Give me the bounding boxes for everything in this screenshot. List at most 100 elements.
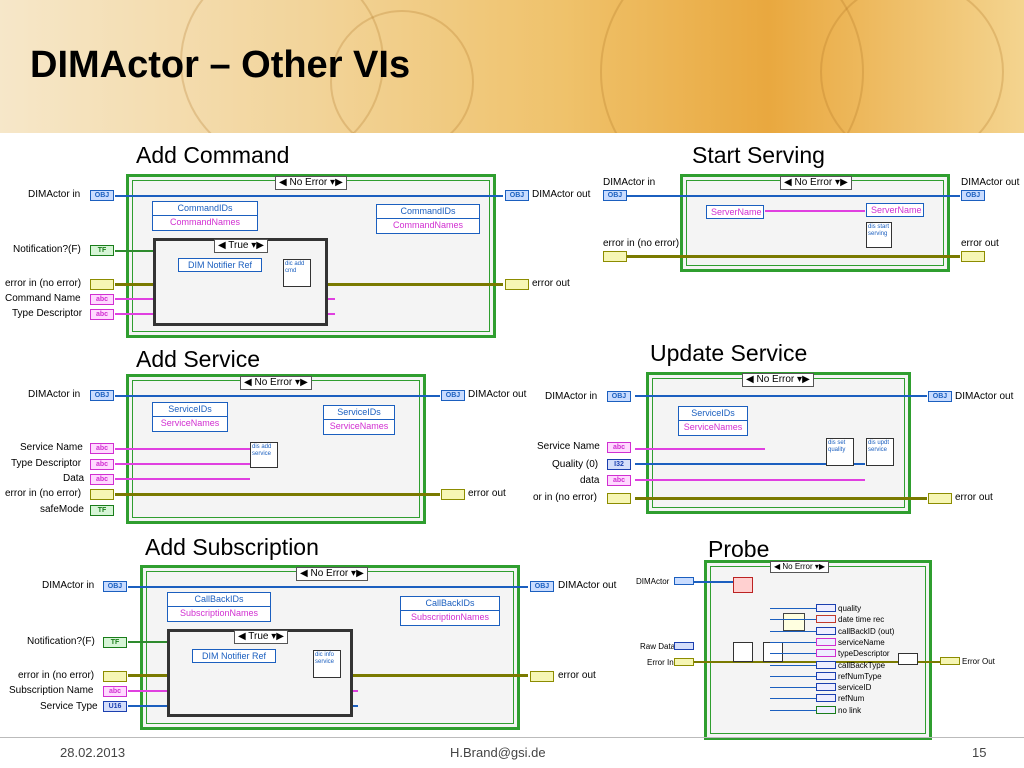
error-indicator[interactable] — [505, 279, 529, 290]
case-selector[interactable]: ◀ No Error ▾▶ — [240, 376, 312, 390]
probe-output-indicator[interactable] — [816, 627, 836, 635]
case-selector[interactable]: ◀ No Error ▾▶ — [296, 567, 368, 581]
error-indicator[interactable] — [961, 251, 985, 262]
boolean-control[interactable]: TF — [103, 637, 127, 648]
boolean-control[interactable]: TF — [90, 245, 114, 256]
terminal-label: DIMActor in — [28, 389, 81, 400]
bundle-node: CommandIDs CommandNames — [376, 204, 480, 234]
terminal-label: error out — [961, 238, 999, 249]
output-wire — [770, 676, 816, 677]
error-indicator[interactable] — [940, 657, 960, 665]
probe-output-indicator[interactable] — [816, 683, 836, 691]
error-control[interactable] — [90, 489, 114, 500]
u16-control[interactable]: U16 — [103, 701, 127, 712]
bool-wire — [115, 250, 155, 252]
probe-output-indicator[interactable] — [816, 706, 836, 714]
string-control[interactable]: abc — [90, 443, 114, 454]
class-control[interactable]: OBJ — [607, 391, 631, 402]
section-title-add-command: Add Command — [136, 142, 290, 168]
unbundle-node: CallBackIDs SubscriptionNames — [167, 592, 271, 622]
class-indicator[interactable]: OBJ — [928, 391, 952, 402]
case-selector[interactable]: ◀ No Error ▾▶ — [780, 176, 852, 190]
string-control[interactable]: abc — [90, 459, 114, 470]
probe-output-indicator[interactable] — [816, 649, 836, 657]
error-indicator[interactable] — [928, 493, 952, 504]
field-label: CommandNames — [392, 220, 464, 230]
error-control[interactable] — [103, 671, 127, 682]
field-label: CallBackIDs — [401, 597, 499, 611]
probe-output-label: callBackID (out) — [838, 627, 895, 636]
class-control[interactable]: OBJ — [603, 190, 627, 201]
class-indicator[interactable]: OBJ — [441, 390, 465, 401]
error-control[interactable] — [674, 658, 694, 666]
string-control[interactable]: abc — [607, 442, 631, 453]
string-control[interactable]: abc — [90, 474, 114, 485]
probe-output-indicator[interactable] — [816, 694, 836, 702]
case-selector[interactable]: ◀ No Error ▾▶ — [742, 373, 814, 387]
probe-output-indicator[interactable] — [816, 672, 836, 680]
string-control[interactable]: abc — [103, 686, 127, 697]
probe-output-label: quality — [838, 604, 862, 613]
format-time-node — [783, 613, 805, 631]
terminal-label: error in (no error) — [5, 488, 82, 499]
string-control[interactable]: abc — [90, 294, 114, 305]
i32-control[interactable]: I32 — [607, 459, 631, 470]
terminal-label: error out — [468, 488, 506, 499]
section-title-probe: Probe — [708, 536, 770, 562]
error-control[interactable] — [603, 251, 627, 262]
section-title-add-service: Add Service — [136, 346, 261, 372]
terminal-label: DIMActor out — [468, 389, 527, 400]
probe-output-indicator[interactable] — [816, 638, 836, 646]
field-label: CommandNames — [169, 217, 241, 227]
error-control[interactable] — [607, 493, 631, 504]
terminal-label: Type Descriptor — [11, 458, 82, 469]
probe-output-label: refNum — [838, 694, 865, 703]
field-label: SubscriptionNames — [179, 608, 259, 618]
output-wire — [770, 698, 816, 699]
error-indicator[interactable] — [441, 489, 465, 500]
probe-output-label: callBackType — [838, 661, 886, 670]
bundle-node — [898, 653, 918, 665]
inner-case-selector[interactable]: ◀ True ▾▶ — [214, 239, 268, 253]
output-wire — [770, 631, 816, 632]
class-control[interactable]: OBJ — [103, 581, 127, 592]
field-label: ServiceIDs — [324, 406, 394, 420]
class-wire — [115, 395, 440, 397]
raw-data-control[interactable] — [674, 642, 694, 650]
probe-output-indicator[interactable] — [816, 604, 836, 612]
probe-output-indicator[interactable] — [816, 615, 836, 623]
class-control[interactable]: OBJ — [90, 190, 114, 201]
subvi-node: dic info service — [313, 650, 341, 678]
terminal-label: error out — [532, 278, 570, 289]
field-label: CallBackIDs — [168, 593, 270, 607]
notifier-label: DIM Notifier Ref — [187, 260, 252, 270]
error-control[interactable] — [90, 279, 114, 290]
case-selector[interactable]: ◀ No Error ▾▶ — [275, 176, 347, 190]
string-control[interactable]: abc — [607, 475, 631, 486]
class-wire — [635, 395, 927, 397]
subvi-node: dis updt service — [866, 438, 894, 466]
error-wire — [635, 497, 927, 500]
boolean-control[interactable]: TF — [90, 505, 114, 516]
string-control[interactable]: abc — [90, 309, 114, 320]
class-wire — [115, 195, 503, 197]
field-label: ServerName — [711, 207, 762, 217]
error-indicator[interactable] — [530, 671, 554, 682]
field-label: ServiceNames — [160, 418, 220, 428]
class-indicator[interactable]: OBJ — [505, 190, 529, 201]
probe-output-indicator[interactable] — [816, 661, 836, 669]
bool-wire — [128, 641, 168, 643]
string-wire — [115, 463, 250, 465]
field-label: ServiceNames — [329, 421, 389, 431]
class-control[interactable]: OBJ — [90, 390, 114, 401]
inner-case-selector[interactable]: ◀ True ▾▶ — [234, 630, 288, 644]
terminal-label: DIMActor out — [532, 189, 591, 200]
probe-output-label: date time rec — [838, 615, 885, 624]
case-selector[interactable]: ◀ No Error ▾▶ — [770, 561, 829, 573]
output-wire — [770, 653, 816, 654]
subvi-node: dis add service — [250, 442, 278, 468]
field-label: ServiceIDs — [153, 403, 227, 417]
class-indicator[interactable]: OBJ — [530, 581, 554, 592]
class-indicator[interactable]: OBJ — [961, 190, 985, 201]
class-control[interactable] — [674, 577, 694, 585]
